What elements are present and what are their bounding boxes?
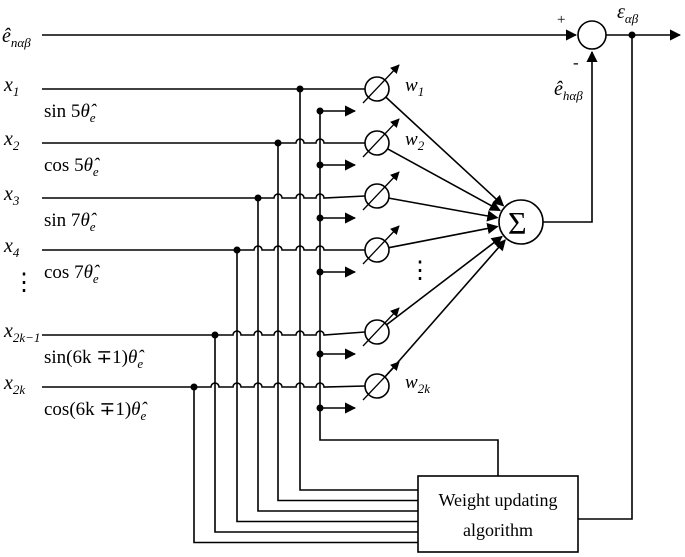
weight-adjust-arrow [362,171,400,211]
weight-box-rect [417,475,579,553]
input-rows: x1 sin 5θ̂e w1 x2 cos 5θ̂e w2 x3 sin 7θ̂e x4 cos … [3,64,506,423]
input-line [42,245,365,251]
weight-multiplier [364,130,390,156]
weight-bus-line [319,110,499,476]
sum-symbol: Σ [508,205,527,241]
row-ellipsis-dots: ⋮ [12,270,36,296]
weight-label: w2 [405,129,425,153]
feedback-line [543,50,598,223]
input-line [42,138,365,144]
weight-label: w1 [405,75,424,99]
weight-adjust-arrow [362,118,400,158]
tap-line [236,250,418,523]
weight-multiplier [364,183,390,209]
input-line [42,330,366,336]
input-func-label: cos(6k ∓1)θ̂e [44,399,148,423]
input-x-label: x4 [3,235,20,260]
weight-adjust-arrow [362,225,400,265]
error-feedback-line [578,35,633,520]
input-x-label: x2k−1 [3,320,40,345]
weight-box-line1: Weight updating [438,490,557,510]
input-row: x1 sin 5θ̂e w1 [3,64,505,207]
weight-adjust-arrow [362,64,400,104]
output-epsilon-label: εαβ [617,1,639,26]
weight-adjust-arrow [362,307,400,347]
to-sum-arrow [387,148,501,212]
weight-multiplier [364,373,390,399]
weight-multiplier [364,237,390,263]
input-x-label: x3 [3,183,20,208]
input-x-label: x2 [3,128,20,153]
plus-sign: + [557,12,565,28]
to-sum-arrow [385,96,505,207]
input-x-label: x2k [3,372,25,397]
feedback-e-label: êhαβ [554,78,583,103]
input-e-label: ênαβ [2,25,31,50]
input-func-label: sin 5θ̂e [44,101,98,125]
input-row: x3 sin 7θ̂e [3,171,499,234]
input-func-label: sin 7θ̂e [44,210,98,234]
sum-node: Σ [498,50,598,245]
weight-ellipsis-dots: ⋮ [408,258,432,284]
input-line [42,382,366,388]
input-func-label: sin(6k ∓1)θ̂e [44,347,145,371]
input-func-label: cos 7θ̂e [44,262,101,286]
tap-line [214,335,418,533]
summing-junction [577,20,607,50]
bus-lines [193,89,499,544]
to-sum-arrow [384,239,506,378]
minus-sign: - [573,53,579,72]
tap-line [277,143,418,502]
weight-box-line2: algorithm [463,520,533,540]
to-sum-arrow [386,235,503,326]
tap-line [257,198,418,512]
weight-multiplier [364,319,390,345]
input-func-label: cos 5θ̂e [44,155,101,179]
input-line [42,193,366,199]
input-row: x2k cos(6k ∓1)θ̂e w2k [3,239,506,423]
input-x-label: x1 [3,74,19,99]
to-sum-arrow [388,197,499,222]
tap-line [299,89,418,491]
weight-updating-box: Weight updating algorithm [417,35,633,553]
to-sum-arrow [388,223,499,249]
input-row: x4 cos 7θ̂e [3,223,499,286]
top-signal: ênαβ + - εαβ êhαβ [2,1,682,103]
weight-multiplier [364,76,390,102]
tap-line [193,387,418,544]
weight-label: w2k [405,372,430,396]
